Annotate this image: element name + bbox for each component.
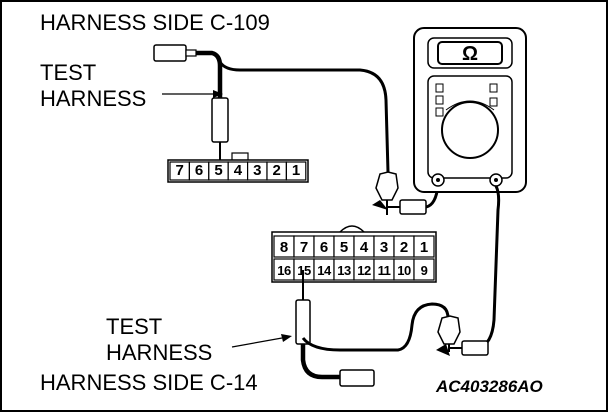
c14-pin-bottom-label: 15 [297,263,311,278]
c109-pin-label: 4 [234,162,243,179]
test-harness-top-label-1: TEST [40,60,96,85]
bottom-connector-label: HARNESS SIDE C-14 [40,370,258,395]
c14-pin-bottom-label: 13 [337,263,351,278]
multimeter: Ω [413,27,527,193]
c14-pin-top-label: 8 [280,239,288,256]
c109-pin-cell [285,161,307,181]
test-harness-bottom [295,270,450,387]
meter-dial [441,101,499,159]
c14-pin-bottom-label: 12 [357,263,371,278]
meter-probe-upper [372,171,440,215]
c14-pin-top-label: 1 [420,239,428,256]
leader-arrow-bottom [231,334,292,348]
c14-pin-top-label: 2 [400,239,408,256]
c109-pin-label: 2 [273,162,281,179]
figure-code: AC403286AO [435,377,543,396]
c109-pin-label: 1 [292,162,300,179]
meter-lead-right [477,185,501,350]
c14-pin-bottom-label: 16 [277,263,291,278]
c109-pin-label: 3 [253,162,261,179]
test-harness-top-label-2: HARNESS [40,86,146,111]
c109-pin-label: 6 [195,162,203,179]
meter-probe-lower [436,315,489,356]
c14-pin-top-label: 7 [300,239,308,256]
c109-pin-label: 7 [176,162,184,179]
test-harness-top [153,44,390,173]
c14-pin-bottom-cell [413,258,435,281]
c14-pin-bottom-label: 9 [421,263,428,278]
meter-mode-switches [435,83,498,117]
c14-pin-top-label: 4 [360,239,369,256]
c14-pin-bottom-label: 10 [397,263,411,278]
leader-arrow-top [162,90,223,98]
ohm-symbol: Ω [462,43,478,65]
c109-pin-label: 5 [214,162,222,179]
c14-pin-bottom-label: 11 [378,263,391,278]
c14-pin-top-cell [413,235,435,258]
c14-pin-bottom-label: 14 [317,263,332,278]
top-connector-label: HARNESS SIDE C-109 [40,10,270,35]
c14-pin-top-label: 6 [320,239,328,256]
test-harness-bottom-label-2: HARNESS [106,340,212,365]
c14-pin-top-label: 5 [340,239,348,256]
test-harness-bottom-label-1: TEST [106,314,162,339]
c14-pin-top-label: 3 [380,239,388,256]
